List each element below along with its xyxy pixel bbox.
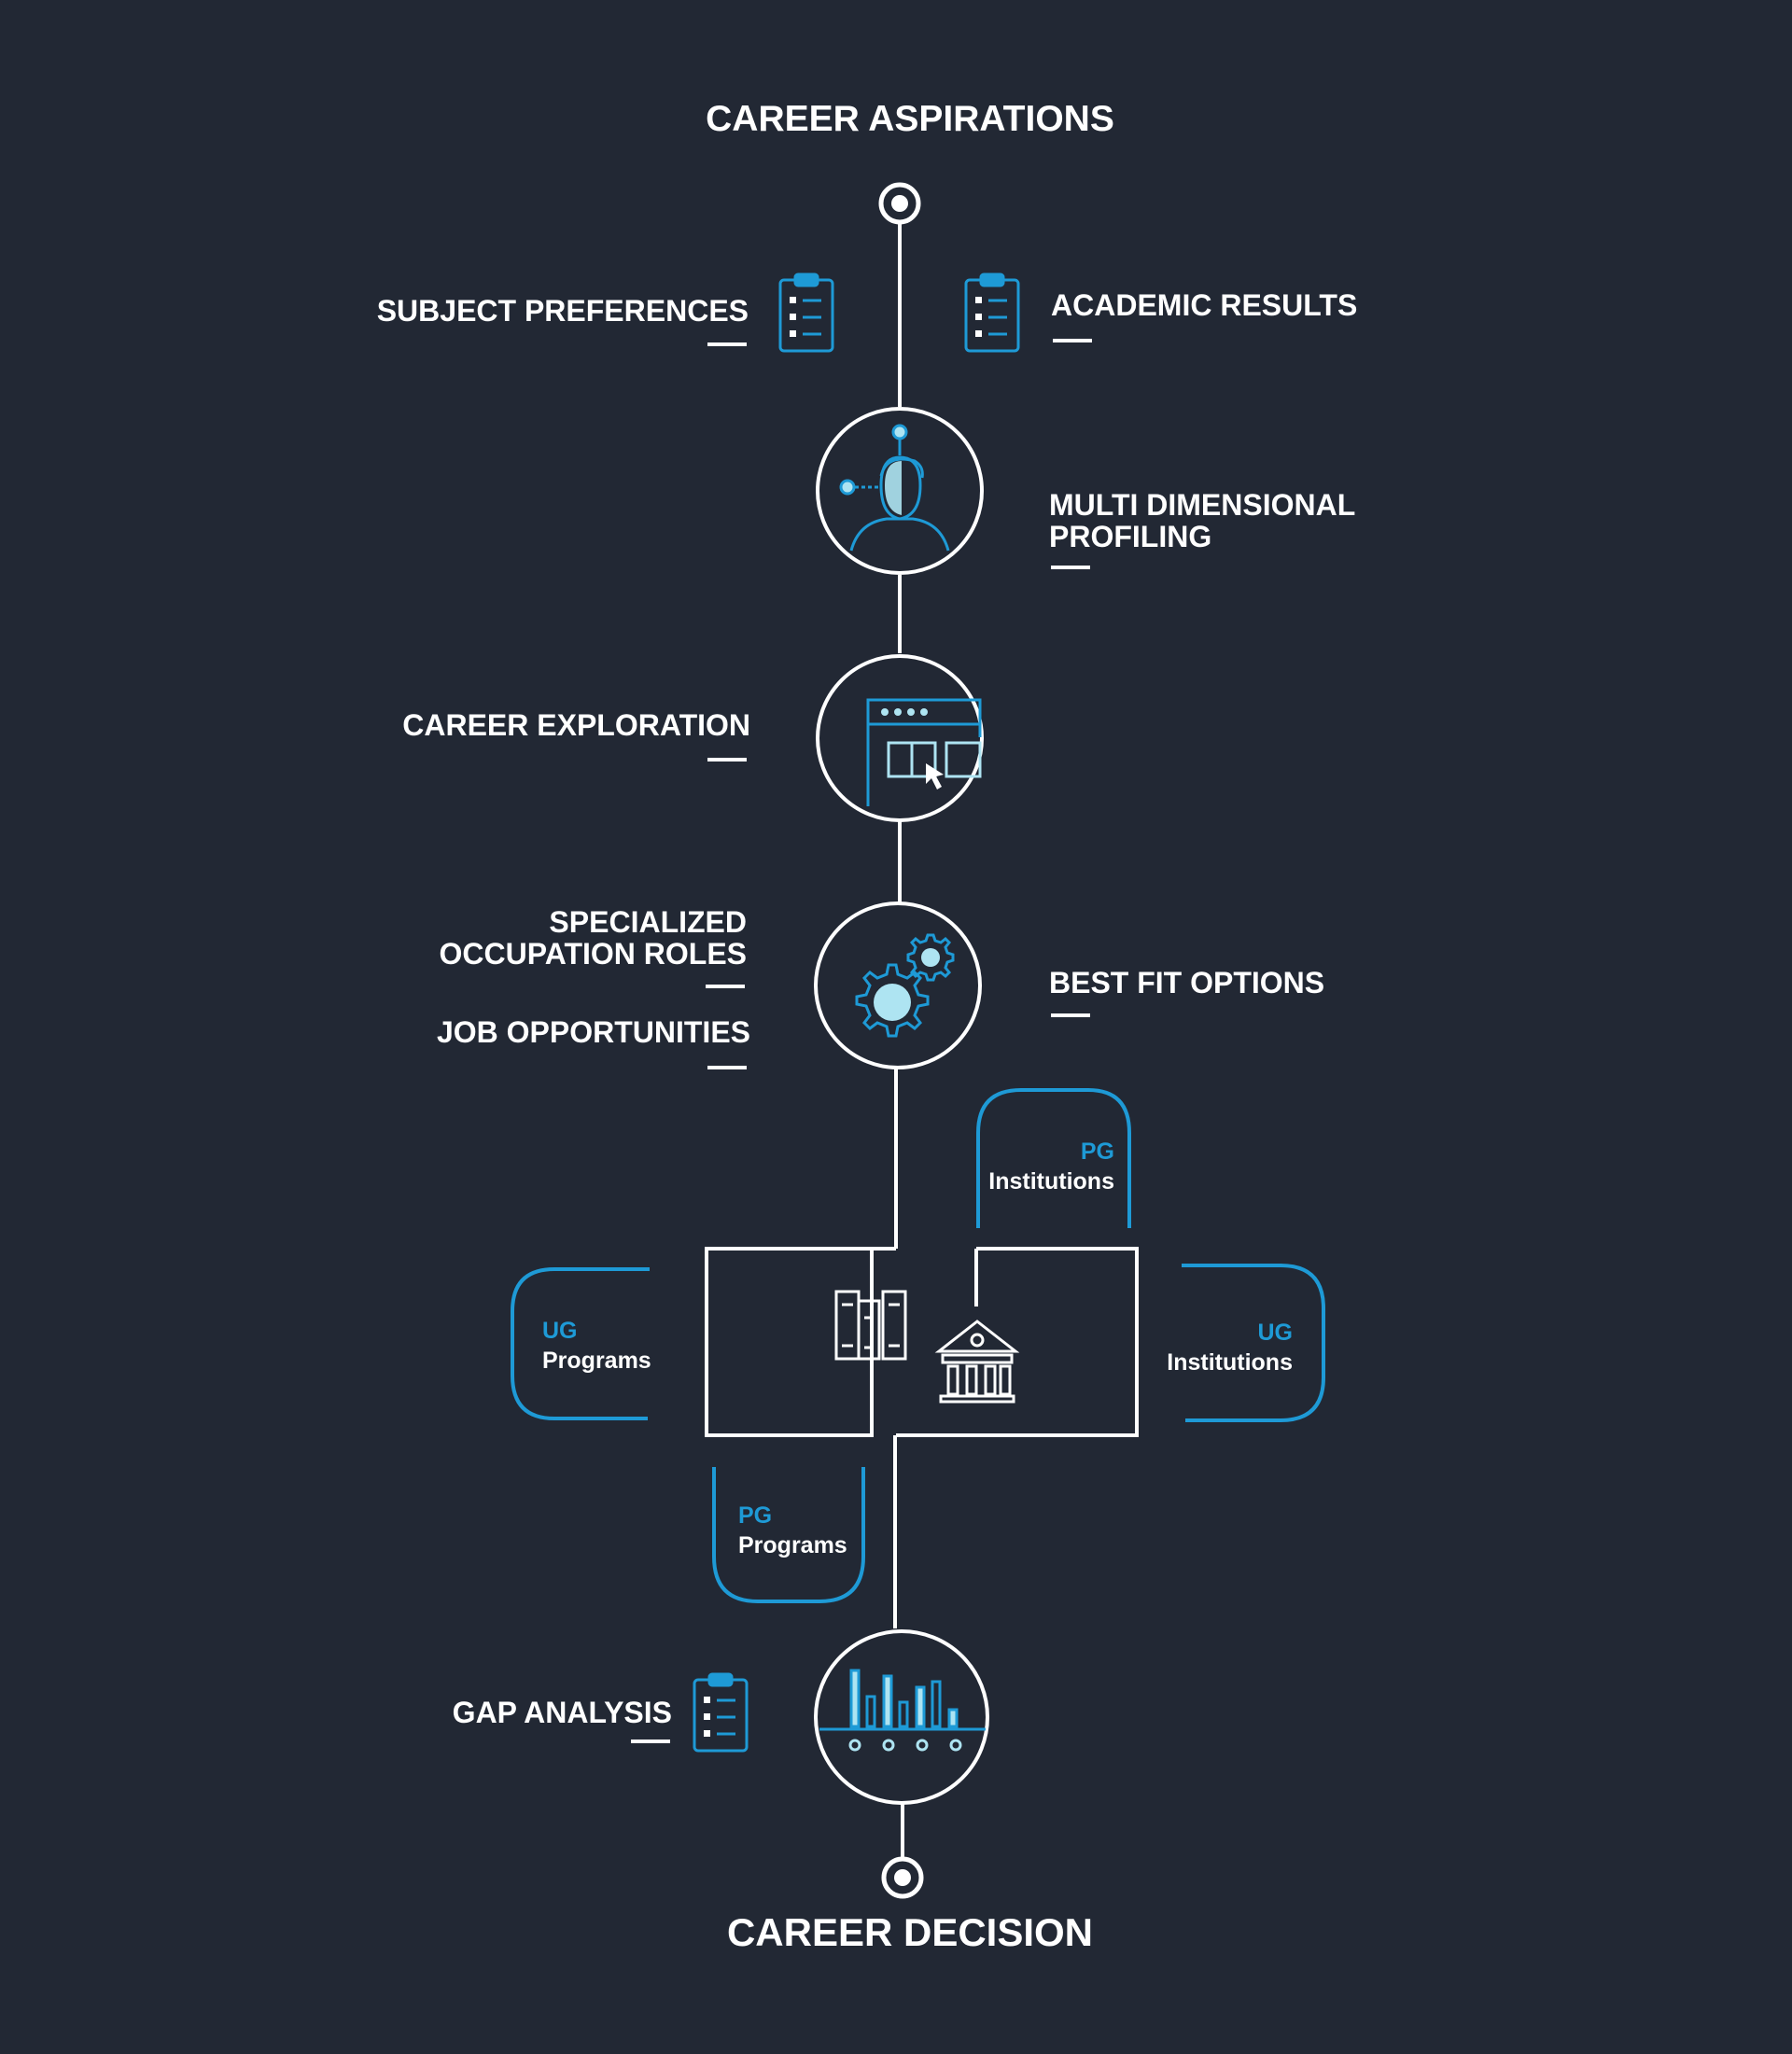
- underline: [1051, 566, 1090, 569]
- underline: [707, 342, 747, 346]
- step-career-exploration: CAREER EXPLORATION: [402, 708, 750, 742]
- diagram-end-title: CAREER DECISION: [726, 1910, 1094, 1954]
- step-subject-preferences: SUBJECT PREFERENCES: [376, 294, 749, 328]
- underline: [1051, 1013, 1090, 1017]
- programs-institutions-block: [705, 1247, 1139, 1437]
- ug-programs-label: UG Programs: [542, 1318, 651, 1374]
- card-ug-institutions: [1182, 1264, 1325, 1422]
- underline: [707, 1066, 747, 1069]
- clipboard-icon: [964, 272, 1020, 353]
- end-node-icon: [881, 1856, 924, 1899]
- underline: [706, 985, 745, 988]
- gears-icon: [814, 901, 982, 1069]
- diagram-title: CAREER ASPIRATIONS: [706, 99, 1114, 139]
- underline: [707, 758, 747, 762]
- step-academic-results: ACADEMIC RESULTS: [1051, 288, 1358, 322]
- pg-programs-label: PG Programs: [738, 1502, 847, 1558]
- card-pg-institutions: [976, 1088, 1131, 1228]
- clipboard-icon: [778, 272, 834, 353]
- ug-institutions-label: UG Institutions: [1167, 1320, 1293, 1376]
- underline: [631, 1740, 670, 1743]
- browser-window-icon: [816, 654, 984, 822]
- books-icon: [834, 1290, 907, 1361]
- bar-chart-icon: [814, 1629, 989, 1805]
- card-pg-programs: [712, 1467, 865, 1603]
- bank-building-icon: [934, 1320, 1020, 1404]
- step-best-fit-options: BEST FIT OPTIONS: [1049, 966, 1325, 999]
- underline: [1053, 339, 1092, 342]
- pg-institutions-label: PG Institutions: [988, 1139, 1114, 1195]
- person-profile-icon: [816, 407, 984, 575]
- step-multi-dimensional-profiling: MULTI DIMENSIONAL PROFILING: [1049, 488, 1356, 553]
- step-job-opportunities: JOB OPPORTUNITIES: [436, 1015, 750, 1049]
- timeline-connector: [893, 224, 904, 1857]
- step-specialized-occupation-roles: SPECIALIZED OCCUPATION ROLES: [439, 905, 747, 971]
- card-ug-programs: [511, 1267, 650, 1420]
- step-gap-analysis: GAP ANALYSIS: [452, 1696, 672, 1729]
- start-node-icon: [878, 182, 921, 225]
- clipboard-icon: [693, 1672, 749, 1753]
